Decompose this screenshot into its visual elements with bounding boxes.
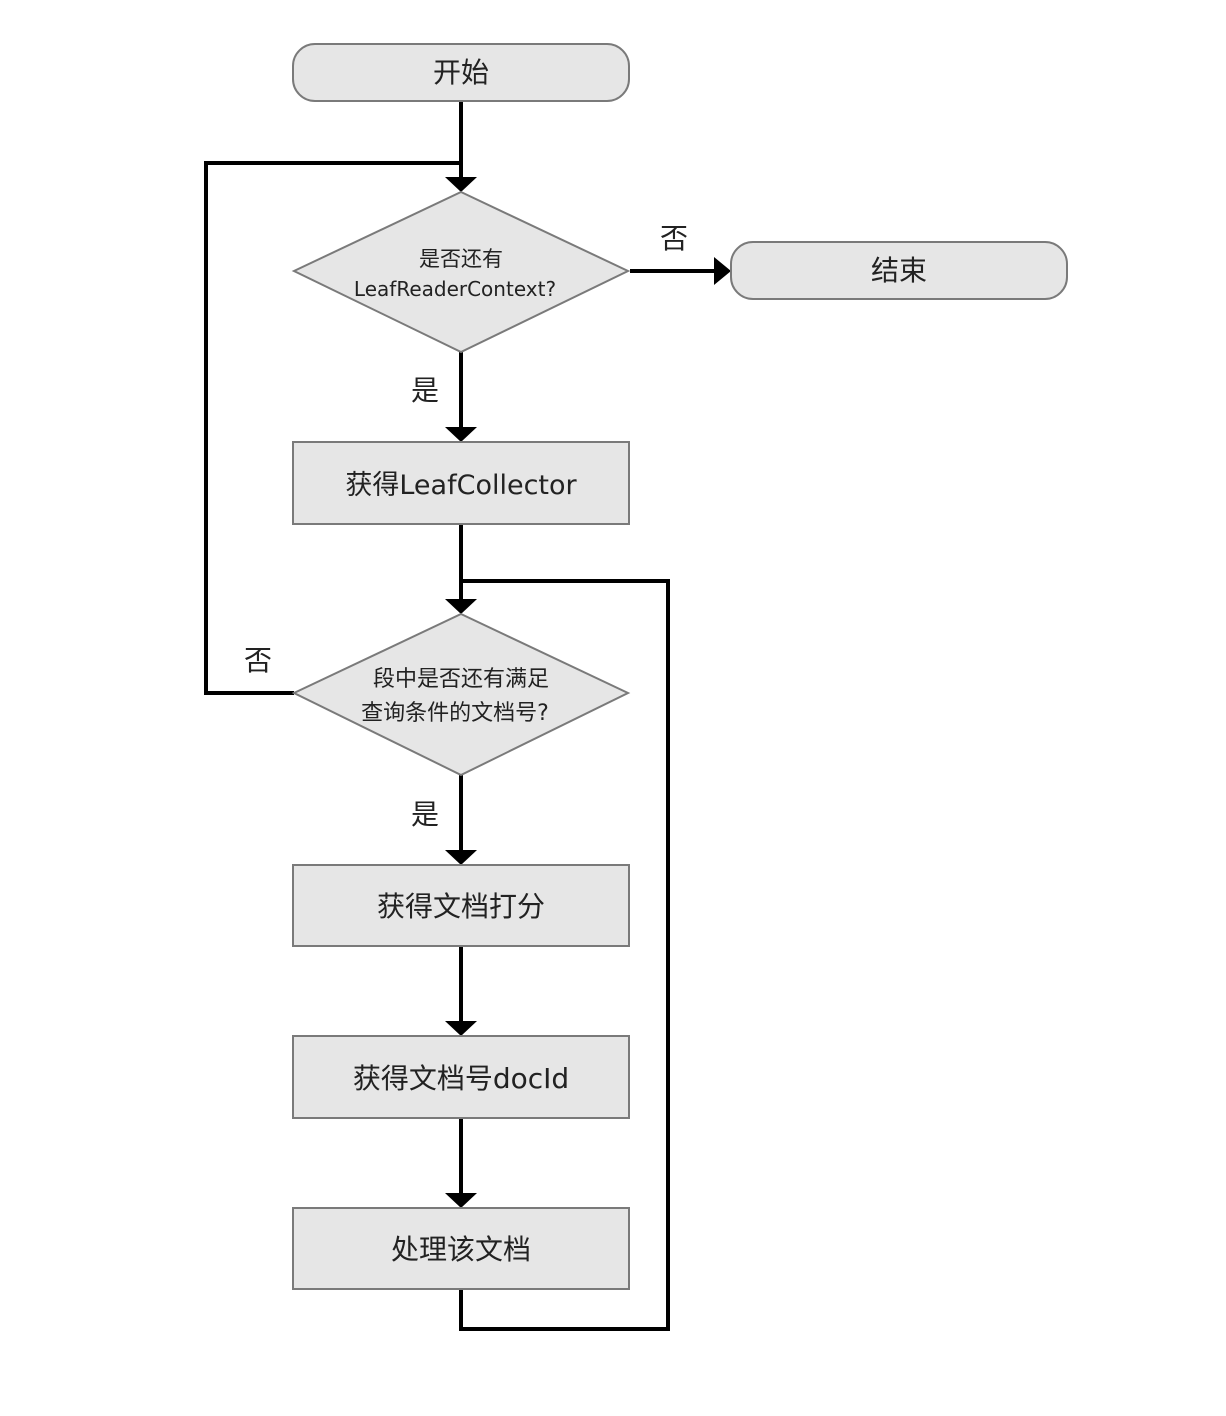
decision2-node: 段中是否还有满足 查询条件的文档号?	[291, 612, 631, 777]
decision1-node: 是否还有 LeafReaderContext?	[291, 190, 631, 354]
end-node: 结束	[730, 241, 1068, 300]
decision2-yes-label: 是	[411, 798, 439, 831]
decision1-no-label: 否	[660, 222, 688, 255]
start-node: 开始	[292, 43, 630, 102]
decision1-line1: 是否还有	[419, 247, 503, 271]
get-score-node: 获得文档打分	[292, 864, 630, 947]
decision2-line2: 查询条件的文档号?	[361, 701, 549, 726]
get-docid-node: 获得文档号docId	[292, 1035, 630, 1119]
decision1-line2: LeafReaderContext?	[354, 277, 556, 301]
arrowhead-into-score	[445, 850, 477, 865]
get-docid-label: 获得文档号docId	[353, 1062, 569, 1095]
edge-decision2-no-loop	[204, 161, 461, 695]
process-doc-label: 处理该文档	[391, 1233, 531, 1266]
arrowhead-into-decision2	[445, 599, 477, 614]
decision2-line1: 段中是否还有满足	[373, 667, 549, 692]
decision1-yes-label: 是	[411, 374, 439, 407]
arrowhead-into-end	[714, 257, 731, 285]
edges	[204, 101, 716, 1331]
arrowheads	[445, 177, 731, 1208]
get-score-label: 获得文档打分	[377, 890, 545, 923]
end-label: 结束	[871, 254, 927, 287]
arrowhead-into-docid	[445, 1021, 477, 1036]
arrowhead-into-process	[445, 1193, 477, 1208]
arrowhead-into-decision1	[445, 177, 477, 192]
arrowhead-into-collector	[445, 427, 477, 442]
decision2-no-label: 否	[244, 644, 272, 677]
edge-process-loop-back	[459, 579, 670, 1331]
get-collector-label: 获得LeafCollector	[345, 470, 577, 501]
get-collector-node: 获得LeafCollector	[292, 441, 630, 525]
process-doc-node: 处理该文档	[292, 1207, 630, 1290]
start-label: 开始	[433, 56, 489, 89]
